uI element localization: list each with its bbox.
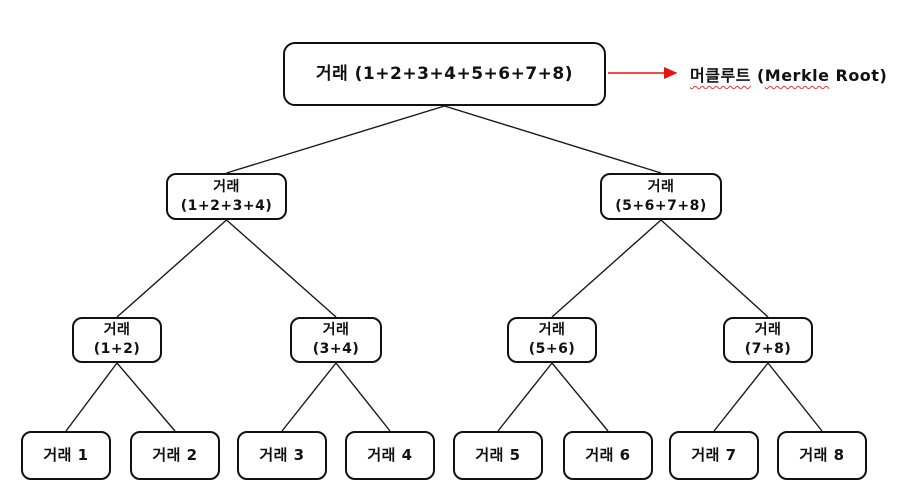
edge-78-7 xyxy=(713,362,769,432)
merkle-root-label-english: Merkle xyxy=(764,66,830,85)
node-56-line2: (5+6) xyxy=(528,341,576,357)
edge-34-3 xyxy=(281,362,337,432)
edge-5678-78 xyxy=(660,219,769,318)
node-1234: 거래 (1+2+3+4) xyxy=(166,173,287,220)
edge-5678-56 xyxy=(551,219,662,318)
node-leaf-5-label: 거래 5 xyxy=(475,446,521,465)
node-leaf-1: 거래 1 xyxy=(21,431,111,480)
merkle-root-label-paren: ( xyxy=(750,66,765,85)
edge-12-2 xyxy=(116,362,176,432)
merkle-root-label-korean: 머클루트 xyxy=(690,66,751,85)
node-leaf-2: 거래 2 xyxy=(130,431,220,480)
node-34-line2: (3+4) xyxy=(312,341,360,357)
node-5678-line1: 거래 xyxy=(647,178,675,195)
merkle-root-label-tail: Root) xyxy=(829,66,888,85)
node-12-line1: 거래 xyxy=(103,322,131,339)
edge-1234-12 xyxy=(116,219,227,318)
edge-root-left xyxy=(226,105,445,174)
edge-78-8 xyxy=(767,362,823,432)
node-leaf-3: 거래 3 xyxy=(237,431,327,480)
node-34: 거래 (3+4) xyxy=(290,317,382,363)
node-root: 거래 (1+2+3+4+5+6+7+8) xyxy=(283,42,606,106)
node-leaf-3-label: 거래 3 xyxy=(259,446,305,465)
node-56-line1: 거래 xyxy=(538,322,566,339)
node-root-label: 거래 (1+2+3+4+5+6+7+8) xyxy=(315,63,574,84)
node-1234-line1: 거래 xyxy=(213,178,240,195)
edge-1234-34 xyxy=(226,219,337,318)
node-leaf-4: 거래 4 xyxy=(345,431,435,480)
node-5678-line2: (5+6+7+8) xyxy=(615,197,707,214)
node-56: 거래 (5+6) xyxy=(507,317,597,363)
node-5678: 거래 (5+6+7+8) xyxy=(600,173,722,220)
edge-34-4 xyxy=(335,362,391,432)
edge-56-5 xyxy=(497,362,553,432)
node-leaf-5: 거래 5 xyxy=(453,431,543,480)
node-leaf-8: 거래 8 xyxy=(777,431,867,480)
node-34-line1: 거래 xyxy=(322,322,350,339)
node-leaf-7-label: 거래 7 xyxy=(691,446,737,465)
edge-root-right xyxy=(444,105,662,174)
node-1234-line2: (1+2+3+4) xyxy=(180,197,273,214)
merkle-root-label: 머클루트 (Merkle Root) xyxy=(690,62,887,86)
node-12-line2: (1+2) xyxy=(93,341,141,357)
node-78-line2: (7+8) xyxy=(744,341,792,357)
node-78-line1: 거래 xyxy=(754,322,782,339)
edge-56-6 xyxy=(551,362,609,432)
node-leaf-2-label: 거래 2 xyxy=(152,446,198,465)
node-leaf-6-label: 거래 6 xyxy=(585,446,631,465)
node-leaf-6: 거래 6 xyxy=(563,431,653,480)
edge-12-1 xyxy=(65,362,118,432)
node-leaf-4-label: 거래 4 xyxy=(367,446,413,465)
node-leaf-8-label: 거래 8 xyxy=(799,446,845,465)
node-12: 거래 (1+2) xyxy=(72,317,162,363)
node-leaf-7: 거래 7 xyxy=(669,431,759,480)
node-78: 거래 (7+8) xyxy=(723,317,813,363)
node-leaf-1-label: 거래 1 xyxy=(43,446,89,465)
